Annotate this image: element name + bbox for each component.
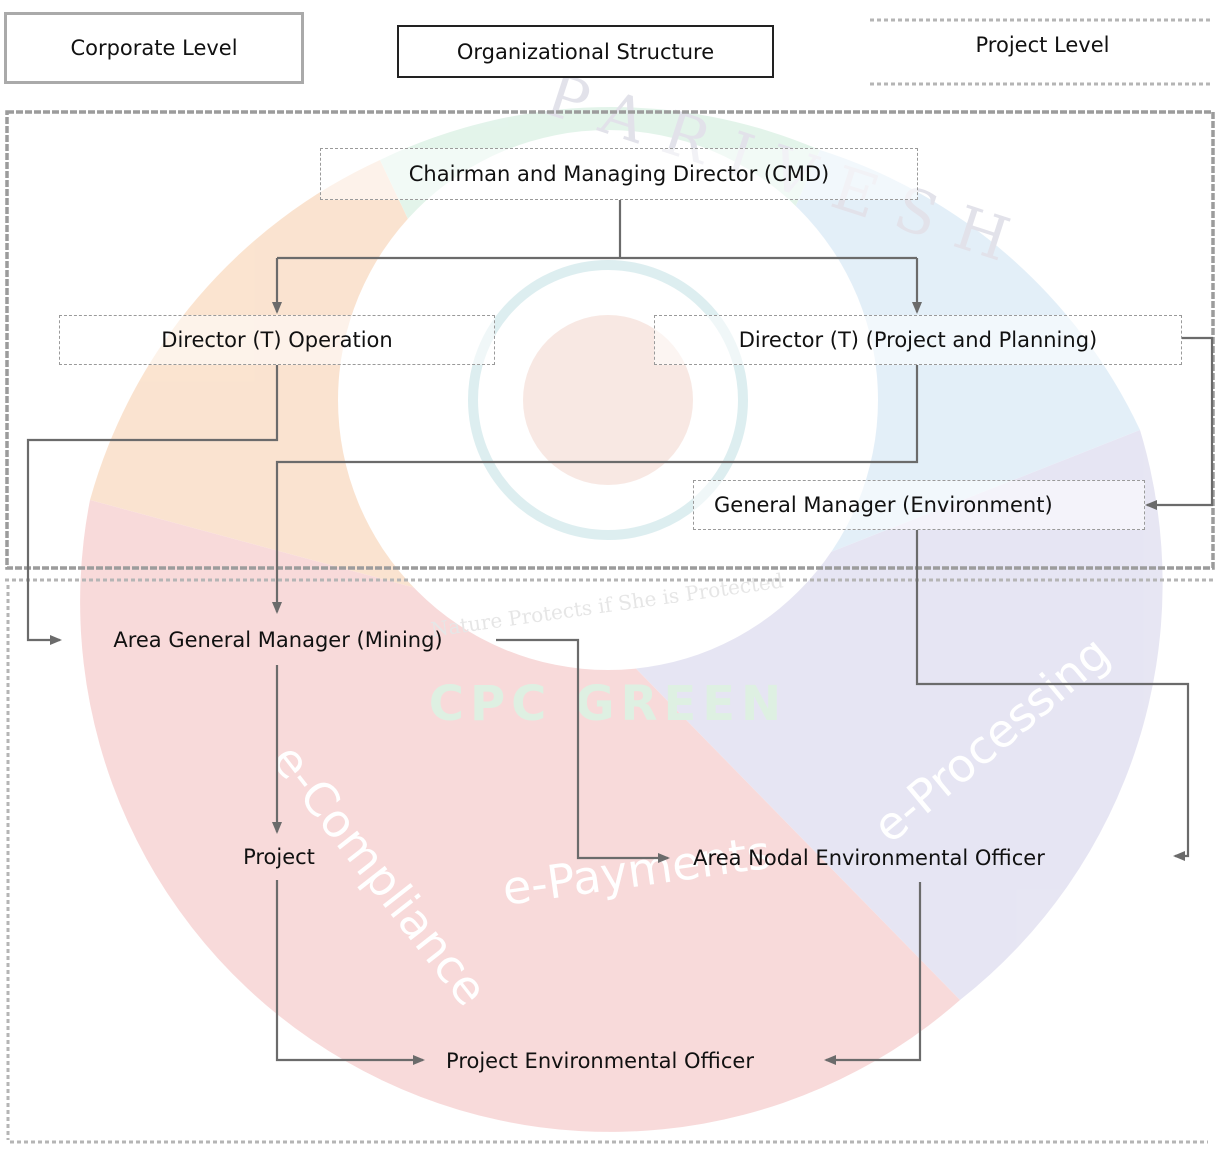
project-level-label: Project Level: [870, 20, 1215, 70]
node-cmd: Chairman and Managing Director (CMD): [320, 148, 918, 200]
watermark-segment-red: [80, 500, 960, 1132]
node-project-label: Project: [243, 845, 315, 869]
node-director-planning: Director (T) (Project and Planning): [654, 315, 1182, 365]
node-gm-environment-label: General Manager (Environment): [714, 493, 1053, 517]
node-agm-mining: Area General Manager (Mining): [62, 615, 494, 665]
arrow-planning-to-gm: [1145, 336, 1214, 510]
seal-emblem: [523, 315, 693, 485]
node-project-env-officer: Project Environmental Officer: [425, 1037, 775, 1085]
node-director-operation-label: Director (T) Operation: [161, 328, 393, 352]
node-director-planning-label: Director (T) (Project and Planning): [738, 328, 1098, 352]
watermark-segment-purple: [608, 430, 1163, 1000]
organizational-structure-title: Organizational Structure: [397, 25, 774, 78]
node-project: Project: [205, 834, 353, 880]
seal-cpc-green: CPC GREEN: [429, 676, 787, 732]
arrow-agm-to-nodal: [496, 638, 670, 863]
seal-ring: [468, 260, 748, 540]
organizational-structure-text: Organizational Structure: [456, 39, 715, 64]
node-area-nodal-officer: Area Nodal Environmental Officer: [672, 834, 1066, 882]
arrow-project-to-peo: [275, 880, 425, 1065]
node-area-nodal-officer-label: Area Nodal Environmental Officer: [693, 846, 1045, 870]
project-level-text: Project Level: [975, 33, 1110, 57]
node-gm-environment: General Manager (Environment): [693, 480, 1145, 530]
corporate-level-text: Corporate Level: [70, 36, 238, 60]
arrow-planning-to-agm: [272, 365, 919, 614]
node-agm-mining-label: Area General Manager (Mining): [113, 628, 443, 652]
node-project-env-officer-label: Project Environmental Officer: [446, 1049, 754, 1073]
node-cmd-label: Chairman and Managing Director (CMD): [408, 162, 830, 186]
arrow-gm-to-nodal: [915, 530, 1190, 861]
arrow-operation-to-agm: [26, 365, 279, 645]
corporate-level-label: Corporate Level: [4, 12, 304, 84]
arrow-nodal-to-peo: [824, 882, 922, 1065]
node-director-operation: Director (T) Operation: [59, 315, 495, 365]
